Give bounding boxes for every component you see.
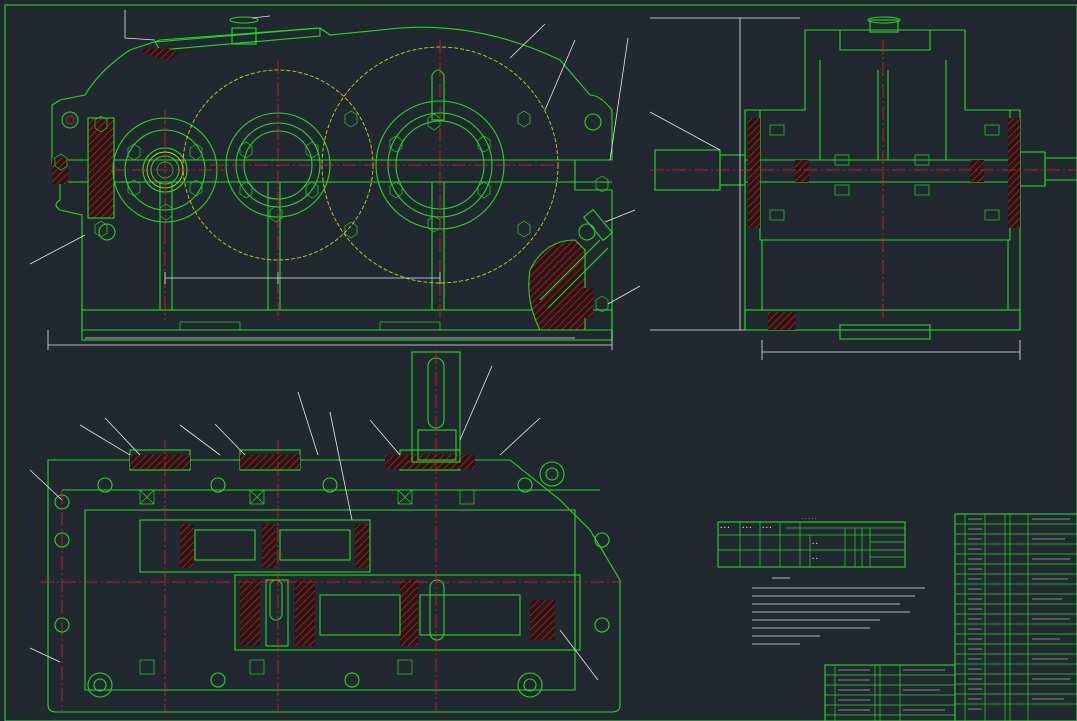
- technical-notes: [752, 577, 925, 645]
- bolt-circles-top: [54, 461, 610, 698]
- svg-text:• • •: • • •: [762, 525, 772, 530]
- technical-table: • • • • • • • • • · · · · · • • • •: [717, 516, 906, 568]
- side-view: [649, 16, 1077, 360]
- svg-text:• • •: • • •: [720, 525, 730, 530]
- bolt-hexagons: [54, 110, 609, 313]
- parts-list: [824, 513, 1077, 721]
- svg-text:• •: • •: [812, 556, 818, 561]
- svg-text:• •: • •: [812, 541, 818, 546]
- svg-text:• • •: • • •: [742, 525, 752, 530]
- front-view: [29, 10, 641, 350]
- top-section-view: [29, 350, 621, 713]
- svg-text:· · · · ·: · · · · ·: [802, 516, 817, 522]
- drawing-border: [4, 4, 1077, 721]
